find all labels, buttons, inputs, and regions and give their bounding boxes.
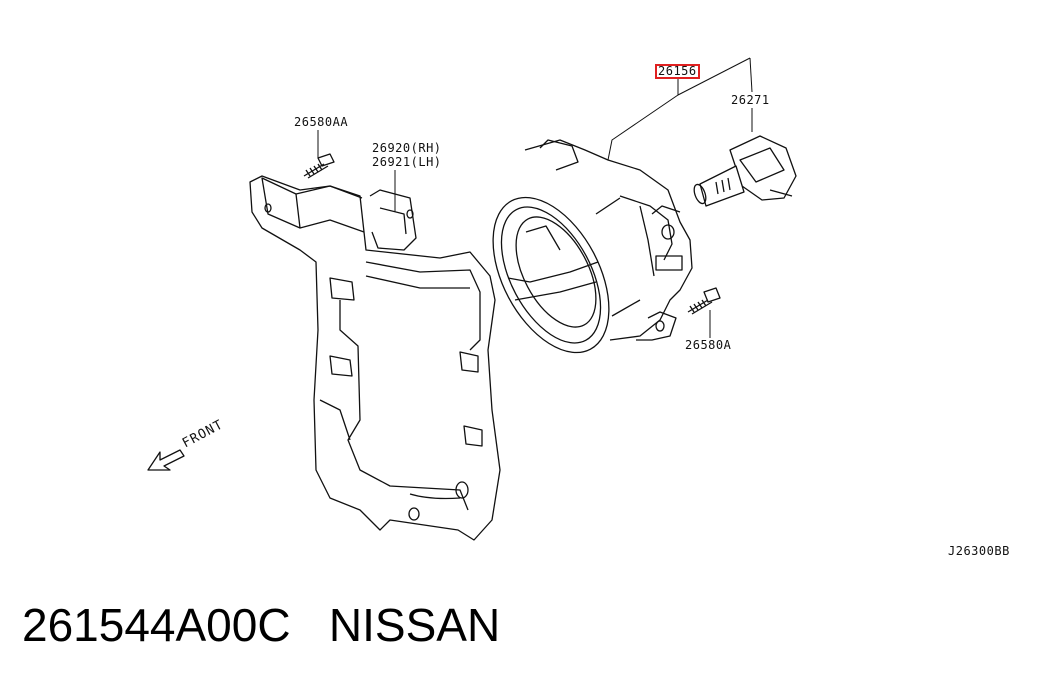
parts-diagram	[147, 57, 797, 541]
caption-brand: NISSAN	[328, 599, 501, 651]
label-26920: 26920(RH)	[372, 141, 442, 155]
caption-part-number: 261544A00C	[22, 599, 291, 651]
fog-lamp-housing	[492, 139, 693, 354]
diagram-code: J26300BB	[948, 544, 1010, 558]
caption: 261544A00C NISSAN	[22, 598, 500, 652]
label-26921: 26921(LH)	[372, 155, 442, 169]
label-26156-highlighted: 26156	[655, 64, 700, 79]
front-arrow-icon	[147, 449, 185, 471]
label-26580A: 26580A	[685, 338, 732, 352]
leader-lines	[317, 57, 753, 338]
screw-26580A-icon	[687, 287, 721, 315]
bracket-assembly	[249, 175, 501, 541]
label-26580AA: 26580AA	[294, 115, 349, 129]
screw-26580AA-icon	[303, 153, 335, 179]
label-26271: 26271	[731, 93, 770, 107]
bulb-26271-icon	[693, 135, 797, 207]
